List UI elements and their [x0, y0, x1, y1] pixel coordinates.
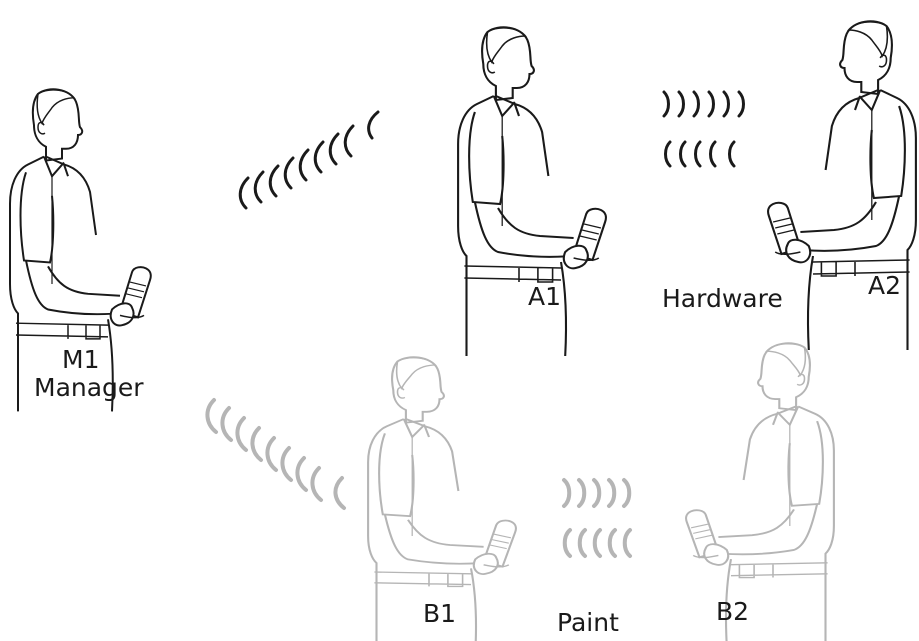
signal-waves-b1-b2-out	[564, 480, 629, 506]
signal-waves-m1-a1	[240, 112, 378, 208]
label-m1: M1	[62, 346, 99, 375]
label-manager: Manager	[34, 374, 144, 403]
signal-waves-b1-b2-in	[565, 530, 630, 556]
label-paint: Paint	[557, 609, 619, 638]
label-a2: A2	[868, 272, 901, 301]
label-b2: B2	[716, 598, 749, 627]
person-b2	[686, 343, 834, 641]
label-a1: A1	[528, 283, 561, 312]
signal-waves-m1-b1	[207, 400, 344, 508]
signal-waves-a1-a2-out	[664, 92, 744, 116]
label-b1: B1	[423, 600, 456, 629]
label-hardware: Hardware	[662, 285, 783, 314]
signal-waves-a1-a2-in	[666, 142, 735, 166]
